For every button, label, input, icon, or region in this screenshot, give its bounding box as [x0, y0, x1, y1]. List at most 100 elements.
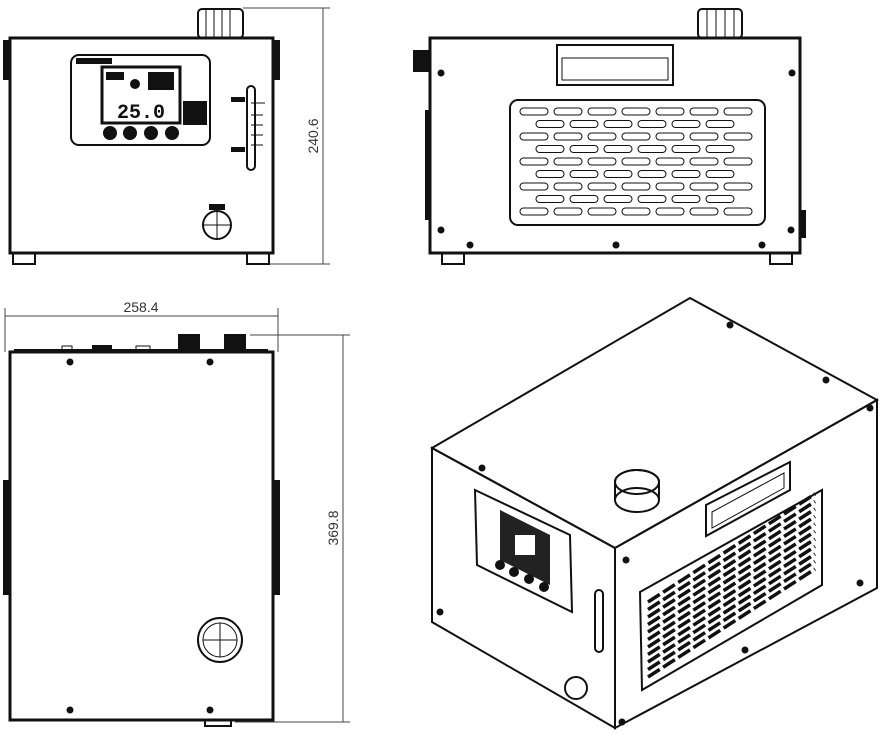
vent-slot — [637, 120, 667, 128]
front-body — [8, 36, 275, 255]
vent-slot — [705, 195, 735, 203]
foot — [769, 252, 793, 265]
panel-button — [165, 126, 179, 140]
iso-vent-slot-row — [647, 537, 816, 649]
vent-slot — [689, 157, 719, 166]
vent-slots — [519, 107, 753, 216]
vent-slot — [519, 107, 549, 116]
vent-slot — [671, 120, 701, 128]
iso-vent-slot-row — [647, 552, 816, 664]
vent-slot — [655, 132, 685, 141]
vent-slot — [655, 107, 685, 116]
iso-vent-slot-row — [647, 545, 816, 656]
vent-slot — [553, 157, 583, 166]
vent-slot — [671, 195, 701, 203]
foot — [246, 252, 270, 265]
vent-slot — [671, 145, 701, 153]
vent-slot — [689, 107, 719, 116]
vent-slot — [705, 145, 735, 153]
height-dimension-label: 240.6 — [305, 118, 321, 153]
vent-slot — [603, 195, 633, 203]
vent-slot — [723, 107, 753, 116]
vent-slot — [587, 107, 617, 116]
vent-slot — [637, 195, 667, 203]
iso-vent-slot-row — [647, 530, 816, 641]
vent-slot — [671, 170, 701, 178]
vent-slot — [535, 170, 565, 178]
vent-slot — [519, 132, 549, 141]
iso-vent-slot-row — [647, 560, 816, 671]
vent-slot — [723, 207, 753, 216]
iso-side-face — [614, 398, 878, 730]
control-panel — [70, 54, 211, 146]
vent-slot — [569, 170, 599, 178]
vent-slot — [569, 145, 599, 153]
iso-level-gauge — [594, 589, 604, 653]
iso-control-panel — [473, 488, 574, 614]
vent-slot — [655, 182, 685, 191]
vent-slot — [569, 120, 599, 128]
vent-grille — [509, 99, 766, 226]
lcd-screen — [100, 65, 182, 125]
iso-vent-grille — [638, 488, 823, 692]
vent-slot — [553, 107, 583, 116]
label-block — [183, 101, 207, 125]
display-reading: 25.0 — [117, 102, 165, 125]
vent-slot — [519, 157, 549, 166]
front-view: 25.0 240.6 — [3, 7, 330, 265]
fitting — [413, 50, 429, 72]
vent-slot — [637, 170, 667, 178]
filler-cap — [697, 8, 743, 39]
vent-slot — [655, 207, 685, 216]
panel-button — [103, 126, 117, 140]
foot — [12, 252, 36, 265]
vent-slot — [621, 157, 651, 166]
vent-slot — [723, 182, 753, 191]
iso-vent-slot-row — [647, 500, 816, 611]
top-view: 258.4 369.8 — [3, 299, 350, 727]
vent-slot — [689, 182, 719, 191]
depth-dimension-label: 369.8 — [325, 510, 341, 545]
vent-slot — [705, 120, 735, 128]
vent-slot — [705, 170, 735, 178]
foot — [441, 252, 465, 265]
vent-slot — [603, 170, 633, 178]
vent-slot — [621, 207, 651, 216]
vent-slot — [587, 132, 617, 141]
vent-slot — [535, 120, 565, 128]
side-view — [413, 8, 806, 265]
vent-slot — [723, 132, 753, 141]
iso-top-face — [429, 296, 880, 550]
carry-handle — [556, 44, 674, 86]
vent-slot — [689, 207, 719, 216]
vent-slot — [655, 157, 685, 166]
iso-vent-slot-row — [647, 507, 816, 619]
vent-slot — [553, 207, 583, 216]
vent-slot — [637, 145, 667, 153]
vent-slot — [621, 107, 651, 116]
isometric-view — [429, 296, 880, 730]
drain-port — [197, 617, 243, 663]
iso-vent-slot-row — [647, 522, 816, 634]
vent-slot — [621, 182, 651, 191]
vent-slot — [553, 182, 583, 191]
top-body — [8, 350, 275, 722]
vent-slot — [603, 120, 633, 128]
filler-cap — [197, 8, 244, 39]
vent-slot — [569, 195, 599, 203]
filler-cap-top — [178, 334, 200, 352]
vent-slot — [603, 145, 633, 153]
iso-vent-slot-row — [647, 515, 816, 626]
vent-slot — [587, 182, 617, 191]
panel-button — [123, 126, 137, 140]
width-dimension-label: 258.4 — [123, 299, 158, 315]
vent-slot — [535, 195, 565, 203]
iso-vent-slot-row — [647, 567, 816, 679]
iso-vent-slots — [647, 492, 816, 679]
vent-slot — [553, 132, 583, 141]
vent-slot — [587, 157, 617, 166]
vent-slot — [587, 207, 617, 216]
vent-slot — [689, 132, 719, 141]
brand-logo — [76, 58, 112, 64]
